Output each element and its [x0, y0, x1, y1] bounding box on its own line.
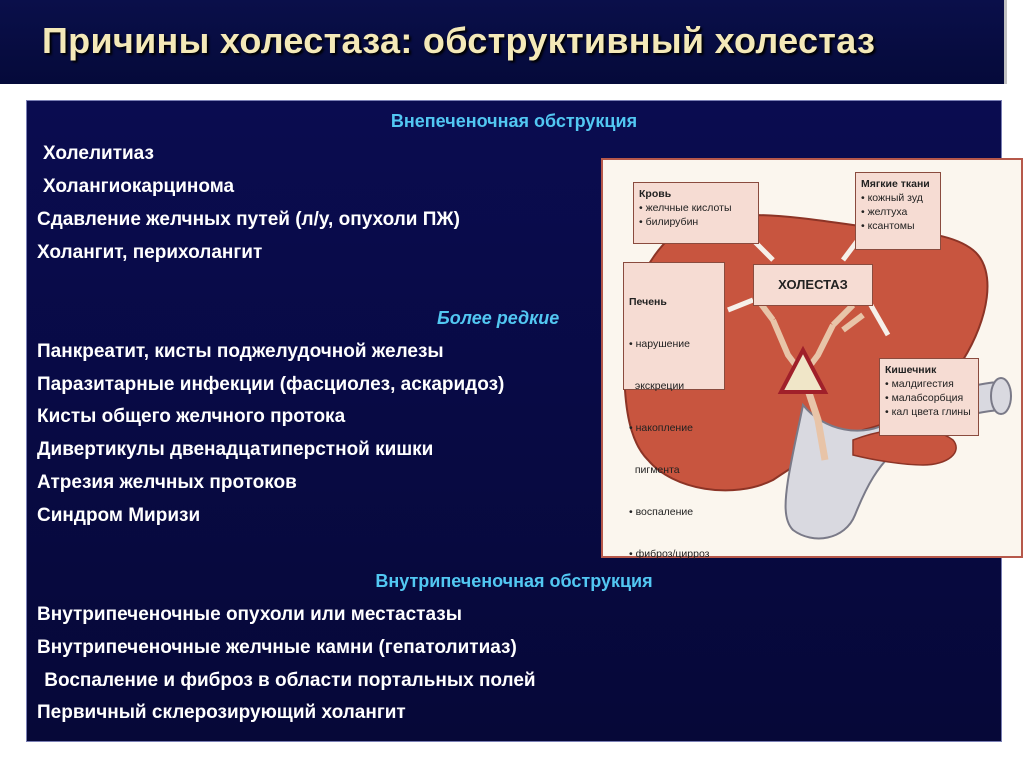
list-item: Внутрипеченочные опухоли или местастазы [37, 604, 462, 625]
bile-duct-branches [755, 298, 865, 377]
extrahepatic-heading: Внепеченочная обструкция [390, 111, 638, 131]
cholestasis-label: ХОЛЕСТАЗ [753, 264, 873, 306]
page-title: Причины холестаза: обструктивный холеста… [42, 20, 876, 61]
list-item: Воспаление и фиброз в области портальных… [39, 670, 536, 691]
list-item: Паразитарные инфекции (фасциолез, аскари… [37, 374, 505, 395]
list-item: Сдавление желчных путей (л/у, опухоли ПЖ… [37, 209, 460, 230]
liver-box: Печень • нарушение экскреции • накоплени… [623, 262, 725, 560]
list-item: Холангиокарцинома [43, 176, 235, 197]
title-bar: Причины холестаза: обструктивный холеста… [0, 0, 1007, 84]
intestine-end [990, 377, 1012, 415]
list-item: Холелитиаз [43, 143, 154, 164]
list-item: Первичный склерозирующий холангит [37, 702, 406, 723]
obstruction-icon [777, 345, 829, 394]
list-item: Синдром Миризи [37, 505, 201, 526]
list-item: Дивертикулы двенадцатиперстной кишки [37, 439, 434, 460]
rare-heading: Более редкие [437, 308, 560, 328]
list-item: Панкреатит, кисты поджелудочной железы [37, 341, 444, 362]
list-item: Холангит, перихолангит [37, 242, 263, 263]
cholestasis-figure: Кровь • желчные кислоты • билирубин Мягк… [601, 158, 1023, 560]
blood-box: Кровь • желчные кислоты • билирубин [633, 182, 759, 244]
list-item: Внутрипеченочные желчные камни (гепатоли… [37, 637, 517, 658]
list-item: Кисты общего желчного протока [37, 406, 346, 427]
list-item: Атрезия желчных протоков [37, 472, 297, 493]
soft-tissue-box: Мягкие ткани • кожный зуд • желтуха • кс… [855, 172, 941, 250]
intestine-box: Кишечник • малдигестия • малабсорбция • … [879, 358, 979, 436]
intrahepatic-heading: Внутрипеченочная обструкция [375, 571, 653, 591]
